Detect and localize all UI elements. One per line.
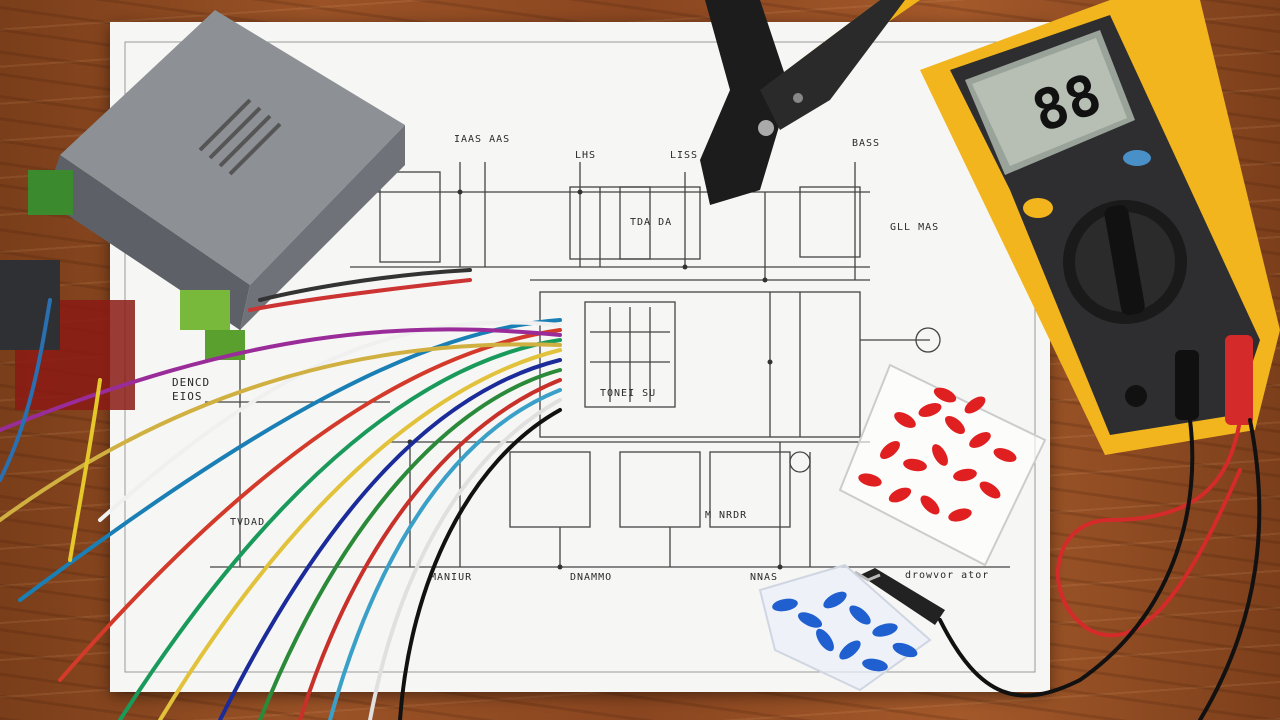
schematic-label: GLL MAS (890, 222, 940, 233)
schematic-label: TVDAD (230, 517, 266, 528)
schematic-label: drowvor ator (905, 570, 990, 581)
schematic-label: EIOS (172, 390, 203, 403)
schematic-label: MANIUR (430, 572, 473, 583)
schematic-label: NNAS (750, 572, 779, 583)
schematic-label: LISS (670, 150, 699, 161)
schematic-label: DENCD (172, 376, 211, 389)
schematic-label: TDA DA (630, 217, 673, 228)
schematic-label: M NRDR (705, 510, 748, 521)
schematic-label: TONEI SU (600, 388, 657, 399)
schematic-label: BASS (852, 138, 881, 149)
schematic-label: LHS (575, 150, 597, 161)
schematic-label: IAAS AAS (454, 134, 511, 145)
schematic-label: DNAMMO (570, 572, 613, 583)
